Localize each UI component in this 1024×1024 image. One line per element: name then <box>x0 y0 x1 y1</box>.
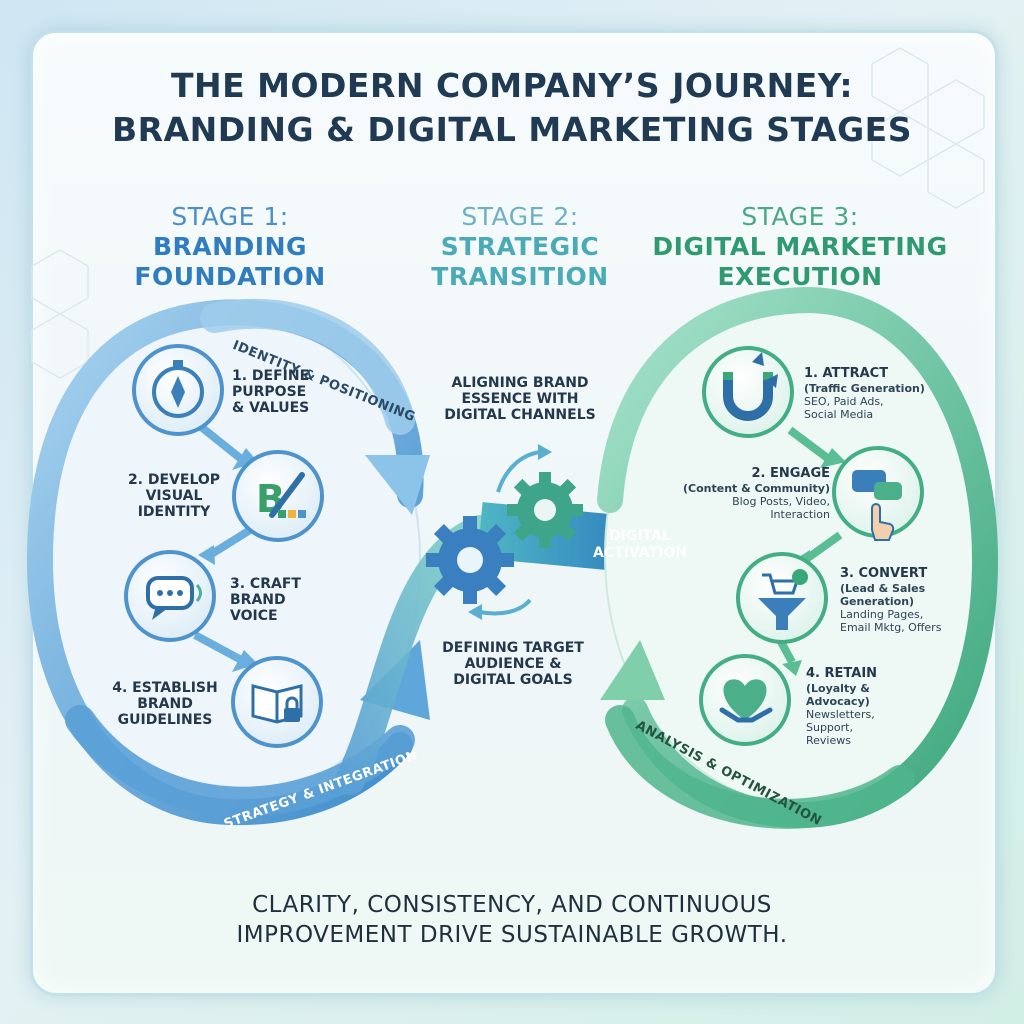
step4-line1: 4. ESTABLISH <box>112 680 218 696</box>
chat-touch-icon <box>832 446 924 541</box>
stage2-name-line1: STRATEGIC <box>440 232 600 261</box>
retain-detail-3: Reviews <box>806 734 851 747</box>
stage3-name-line1: DIGITAL MARKETING <box>652 232 948 261</box>
magnet-icon <box>702 346 794 438</box>
retain-detail-1: Newsletters, <box>806 708 875 721</box>
convert-detail-2: Email Mktg, Offers <box>840 621 942 634</box>
handshake-heart-icon <box>699 654 791 746</box>
engage-title: 2. ENGAGE <box>751 466 830 481</box>
guidebook-lock-icon <box>231 656 323 748</box>
step3-line1: 3. CRAFT <box>230 576 301 592</box>
aligning-line3: DIGITAL CHANNELS <box>444 407 596 423</box>
stage2-number: STAGE 2: <box>461 202 579 231</box>
stage3-bottom-arrowhead <box>600 640 665 700</box>
stage3-step4-label: 4. RETAIN (Loyalty & Advocacy) Newslette… <box>806 666 926 747</box>
engage-sub-bold: (Content & Community) <box>683 482 830 495</box>
stage1-step3-label: 3. CRAFT BRAND VOICE <box>230 576 330 624</box>
aligning-line2: ESSENCE WITH <box>461 391 579 407</box>
attract-sub-bold: (Traffic Generation) <box>804 382 925 395</box>
activation-line2: ACTIVATION <box>593 545 687 561</box>
design-brush-icon: B <box>232 450 324 542</box>
activation-line1: DIGITAL <box>609 528 671 544</box>
stage1-top-arrowhead <box>365 455 430 515</box>
retain-detail-2: Support, <box>806 721 853 734</box>
aligning-line1: ALIGNING BRAND <box>451 375 589 391</box>
step1-line3: & VALUES <box>232 400 310 416</box>
convert-title: 3. CONVERT <box>840 566 928 581</box>
stage2-header: STAGE 2: STRATEGIC TRANSITION <box>400 202 640 292</box>
stage1-header: STAGE 1: BRANDING FOUNDATION <box>110 202 350 292</box>
convert-sub-bold-1: (Lead & Sales <box>840 582 926 595</box>
step3-line2: BRAND <box>230 592 286 608</box>
gear-icon <box>507 472 583 548</box>
attract-title: 1. ATTRACT <box>804 366 889 381</box>
speech-bubble-icon <box>124 550 216 642</box>
engage-detail-1: Blog Posts, Video, <box>732 495 830 508</box>
step3-line3: VOICE <box>230 608 278 624</box>
stage3-step1-label: 1. ATTRACT (Traffic Generation) SEO, Pai… <box>804 366 944 421</box>
stage3-loop <box>597 286 999 829</box>
stage1-name-line2: FOUNDATION <box>134 262 326 291</box>
step1-line1: 1. DEFINE <box>232 368 310 384</box>
hexagon-pattern <box>31 47 985 379</box>
page-title-line2: BRANDING & DIGITAL MARKETING STAGES <box>112 110 912 149</box>
stage1-step1-label: 1. DEFINE PURPOSE & VALUES <box>232 368 332 416</box>
page-title-line1: THE MODERN COMPANY’S JOURNEY: <box>170 66 854 105</box>
step2-line1: 2. DEVELOP <box>127 472 221 488</box>
footer-line1: CLARITY, CONSISTENCY, AND CONTINUOUS <box>252 892 772 918</box>
compass-icon <box>132 344 224 436</box>
step2-line3: IDENTITY <box>137 504 211 520</box>
cart-funnel-icon <box>736 552 828 644</box>
stage1-name-line1: BRANDING <box>152 232 308 261</box>
stage3-header: STAGE 3: DIGITAL MARKETING EXECUTION <box>640 202 960 292</box>
retain-title: 4. RETAIN <box>806 666 878 681</box>
stage1-step4-label: 4. ESTABLISH BRAND GUIDELINES <box>100 680 230 728</box>
stage3-step2-label: 2. ENGAGE (Content & Community) Blog Pos… <box>680 466 830 521</box>
stage1-step2-label: 2. DEVELOP VISUAL IDENTITY <box>118 472 230 520</box>
attract-detail-1: SEO, Paid Ads, <box>804 395 884 408</box>
defining-line2: AUDIENCE & <box>464 656 562 672</box>
step1-line2: PURPOSE <box>232 384 307 400</box>
retain-sub-bold-1: (Loyalty & <box>806 682 870 695</box>
retain-sub-bold-2: Advocacy) <box>806 695 870 708</box>
gear-icon <box>426 516 514 604</box>
convert-detail-1: Landing Pages, <box>840 608 924 621</box>
stage2-bottom-text: DEFINING TARGET AUDIENCE & DIGITAL GOALS <box>428 640 598 688</box>
stage3-name-line2: EXECUTION <box>717 262 883 291</box>
defining-line3: DIGITAL GOALS <box>453 672 573 688</box>
attract-detail-2: Social Media <box>804 408 874 421</box>
step2-line2: VISUAL <box>145 488 203 504</box>
digital-activation-label: DIGITAL ACTIVATION <box>580 528 700 562</box>
defining-line1: DEFINING TARGET <box>442 640 584 656</box>
step4-line2: BRAND <box>137 696 193 712</box>
stage1-number: STAGE 1: <box>171 202 289 231</box>
stage2-top-text: ALIGNING BRAND ESSENCE WITH DIGITAL CHAN… <box>420 375 620 423</box>
engage-detail-2: Interaction <box>770 508 830 521</box>
convert-sub-bold-2: Generation) <box>840 595 915 608</box>
stage3-step3-label: 3. CONVERT (Lead & Sales Generation) Lan… <box>840 566 960 634</box>
stage3-number: STAGE 3: <box>741 202 859 231</box>
stage2-name-line2: TRANSITION <box>431 262 609 291</box>
footer-line2: IMPROVEMENT DRIVE SUSTAINABLE GROWTH. <box>236 922 788 948</box>
step4-line3: GUIDELINES <box>117 712 213 728</box>
